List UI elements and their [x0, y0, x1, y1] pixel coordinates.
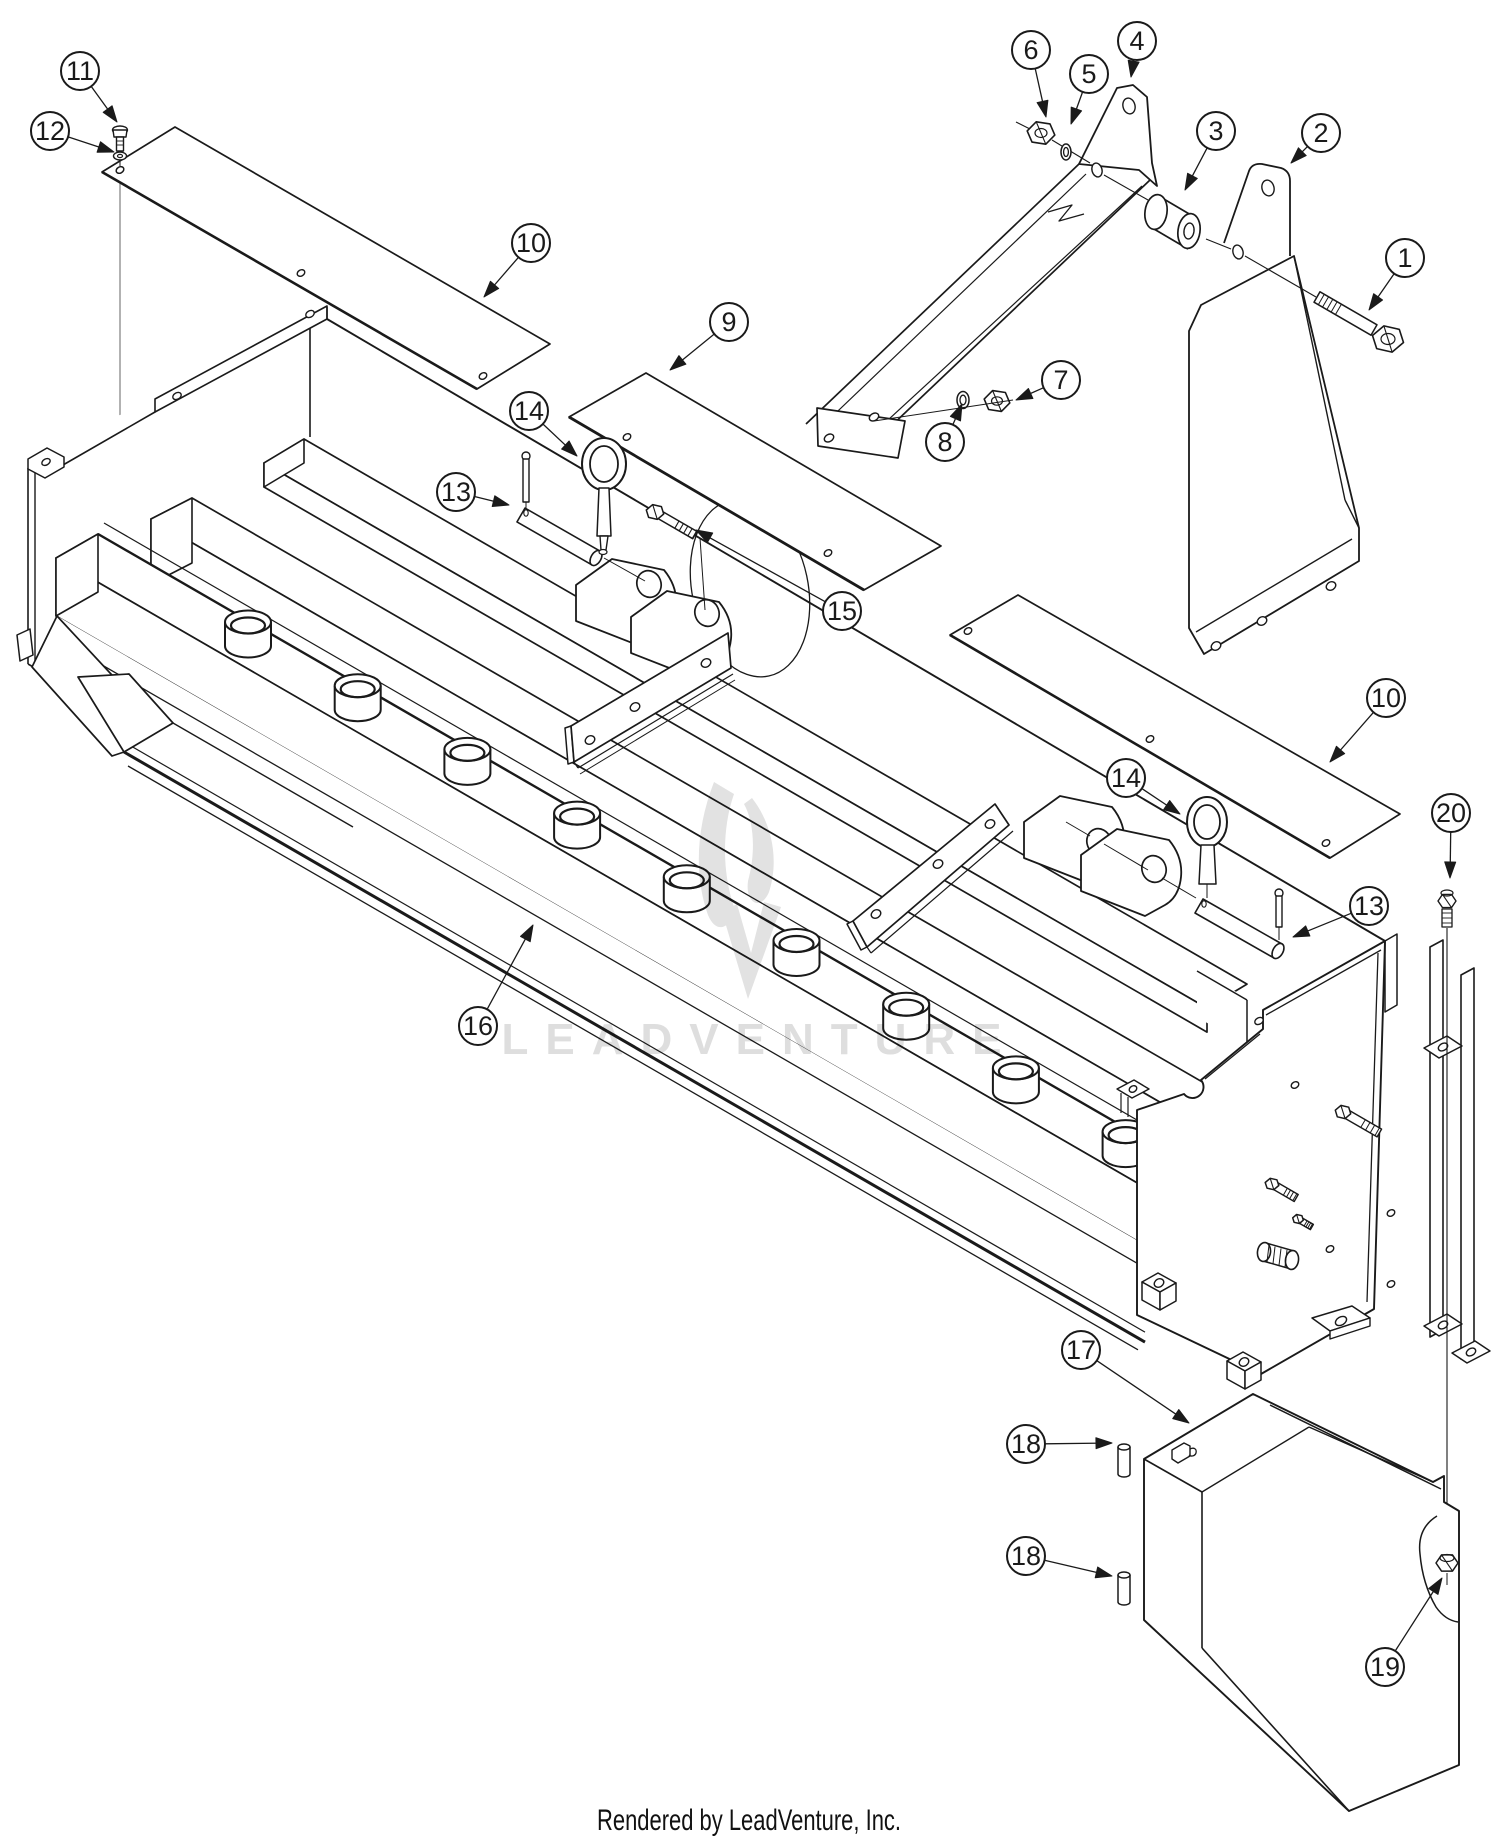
svg-text:11: 11: [66, 56, 94, 86]
svg-text:4: 4: [1129, 26, 1144, 56]
svg-text:19: 19: [1370, 1652, 1400, 1682]
svg-text:3: 3: [1208, 116, 1223, 146]
svg-text:6: 6: [1023, 35, 1038, 65]
svg-text:1: 1: [1397, 243, 1412, 273]
svg-text:18: 18: [1011, 1541, 1041, 1571]
svg-text:7: 7: [1053, 365, 1068, 395]
svg-text:10: 10: [516, 228, 546, 258]
svg-text:17: 17: [1066, 1335, 1096, 1365]
svg-text:15: 15: [827, 596, 857, 626]
svg-text:Rendered by LeadVenture, Inc.: Rendered by LeadVenture, Inc.: [597, 1804, 901, 1837]
svg-text:8: 8: [937, 427, 952, 457]
svg-text:9: 9: [721, 307, 736, 337]
svg-text:13: 13: [1354, 891, 1384, 921]
svg-text:14: 14: [1111, 763, 1141, 793]
svg-text:12: 12: [35, 116, 65, 146]
svg-text:10: 10: [1371, 683, 1401, 713]
svg-text:16: 16: [463, 1011, 493, 1041]
svg-text:5: 5: [1081, 59, 1096, 89]
svg-text:20: 20: [1436, 798, 1466, 828]
svg-text:18: 18: [1011, 1429, 1041, 1459]
svg-text:13: 13: [441, 477, 471, 507]
svg-text:2: 2: [1313, 118, 1328, 148]
svg-text:14: 14: [514, 396, 544, 426]
svg-text:LEADVENTURE: LEADVENTURE: [501, 1015, 1018, 1064]
